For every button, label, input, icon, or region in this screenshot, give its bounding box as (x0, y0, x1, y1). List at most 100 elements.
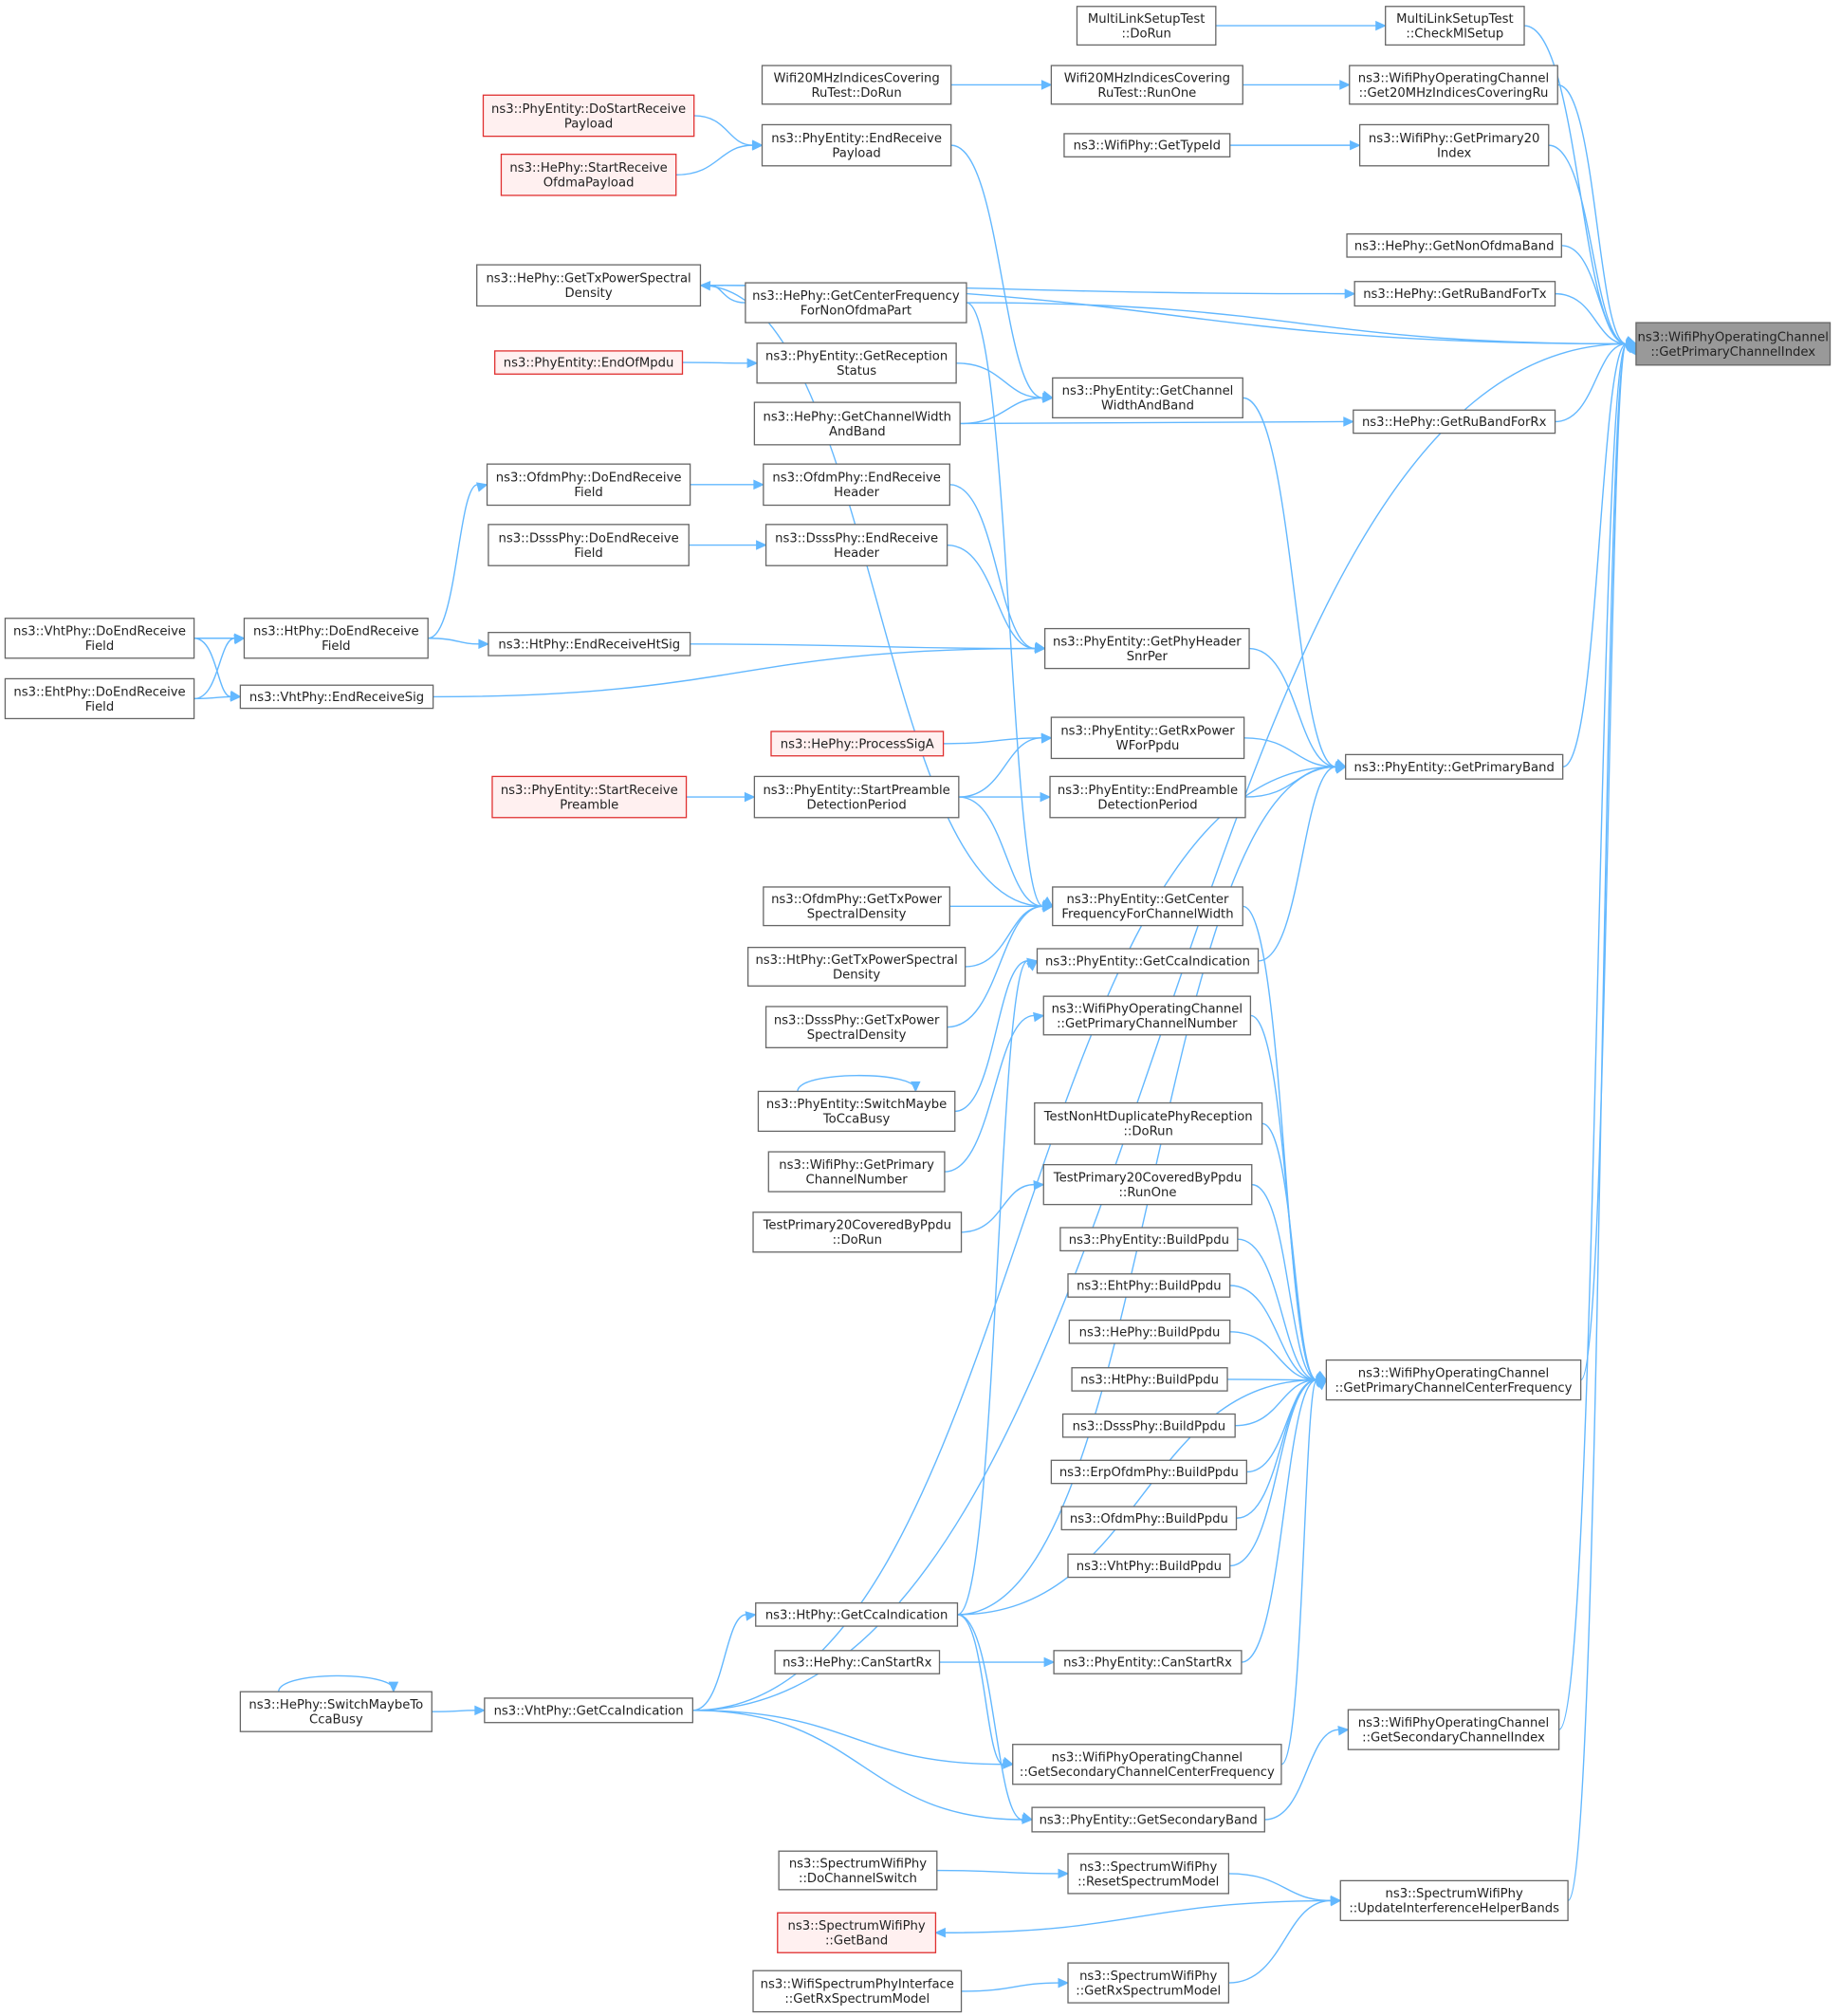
node-swGetRxSpec[interactable]: ns3::SpectrumWifiPhy::GetRxSpectrumModel (1067, 1962, 1230, 2004)
edge-ehtDoEndRecvField-to-htDoEndRecvField (193, 638, 235, 700)
node-label-line: RuTest::RunOne (1097, 86, 1196, 101)
node-getSecondaryBand[interactable]: ns3::PhyEntity::GetSecondaryBand (1031, 1806, 1265, 1833)
edge-arrowhead (744, 791, 756, 803)
edge-arrowhead (1041, 899, 1054, 911)
node-getNonOfdmaBand[interactable]: ns3::HePhy::GetNonOfdmaBand (1346, 232, 1562, 258)
node-getPrimaryBand[interactable]: ns3::PhyEntity::GetPrimaryBand (1345, 753, 1564, 780)
edge-swUpdateIHB-to-root (1567, 342, 1628, 1902)
node-box (764, 524, 948, 566)
node-heBuildPpdu[interactable]: ns3::HePhy::BuildPpdu (1068, 1319, 1231, 1344)
node-vhtGetCca[interactable]: ns3::VhtPhy::GetCcaIndication (484, 1697, 693, 1724)
node-dsssBuildPpdu[interactable]: ns3::DsssPhy::BuildPpdu (1061, 1413, 1236, 1438)
node-getTypeId[interactable]: ns3::WifiPhy::GetTypeId (1063, 133, 1231, 157)
node-tp20DoRun[interactable]: TestPrimary20CoveredByPpdu::DoRun (752, 1211, 963, 1253)
node-label-line: ns3::SpectrumWifiPhy (1386, 1887, 1523, 1901)
edge-heStartRecvOfdma-to-endRecvPayload (675, 144, 753, 176)
edge-getPrimaryBand-to-root (1562, 342, 1628, 768)
node-wifiGetPrimChNum[interactable]: ns3::WifiPhy::GetPrimaryChannelNumber (767, 1151, 946, 1193)
node-tp20RunOne[interactable]: TestPrimary20CoveredByPpdu::RunOne (1042, 1163, 1253, 1206)
node-heCanStartRx[interactable]: ns3::HePhy::CanStartRx (774, 1650, 941, 1674)
node-testNonHtDup[interactable]: TestNonHtDuplicatePhyReception::DoRun (1034, 1101, 1263, 1145)
node-swUpdateIHB[interactable]: ns3::SpectrumWifiPhy::UpdateInterference… (1339, 1879, 1569, 1922)
node-root[interactable]: ns3::WifiPhyOperatingChannel::GetPrimary… (1635, 322, 1832, 366)
node-endPreDetPeriod[interactable]: ns3::PhyEntity::EndPreambleDetectionPeri… (1049, 775, 1246, 819)
node-vhtEndRecvSig[interactable]: ns3::VhtPhy::EndReceiveSig (239, 684, 434, 710)
node-processSigA[interactable]: ns3::HePhy::ProcessSigA (770, 731, 945, 757)
node-label-line: DetectionPeriod (807, 798, 907, 812)
edge-arrowhead (753, 479, 765, 490)
node-label-line: ns3::PhyEntity::StartReceive (501, 784, 678, 798)
node-swResetSpecModel[interactable]: ns3::SpectrumWifiPhy::ResetSpectrumModel (1067, 1853, 1230, 1895)
node-htEndRecvHtSig[interactable]: ns3::HtPhy::EndReceiveHtSig (488, 632, 691, 657)
edge-getSecondaryBand-to-getSecChIndex (1264, 1729, 1339, 1821)
node-label-line: Header (834, 486, 880, 500)
node-box (755, 1602, 959, 1627)
node-mlsCheck[interactable]: MultiLinkSetupTest::CheckMlSetup (1385, 6, 1525, 46)
node-label-line: Field (85, 700, 114, 714)
edge-getSecChCenterFreq-to-getPrimChCenterFreq (1280, 1378, 1318, 1766)
node-getCcaIndication[interactable]: ns3::PhyEntity::GetCcaIndication (1036, 948, 1260, 974)
node-swGetBand[interactable]: ns3::SpectrumWifiPhy::GetBand (777, 1912, 937, 1953)
node-box (1043, 627, 1250, 670)
node-htBuildPpdu[interactable]: ns3::HtPhy::BuildPpdu (1071, 1367, 1228, 1392)
edge-getNonOfdmaBand-to-root (1561, 245, 1628, 345)
node-getSecChCenterFreq[interactable]: ns3::WifiPhyOperatingChannel::GetSeconda… (1012, 1744, 1282, 1785)
node-getPrimChCenterFreq[interactable]: ns3::WifiPhyOperatingChannel::GetPrimary… (1325, 1359, 1582, 1401)
edge-arrowhead (1330, 1896, 1342, 1907)
node-ofdmBuildPpdu[interactable]: ns3::OfdmPhy::BuildPpdu (1060, 1506, 1238, 1531)
node-get20[interactable]: ns3::WifiPhyOperatingChannel::Get20MHzIn… (1349, 65, 1558, 105)
node-box (1067, 1853, 1230, 1895)
node-startPreDetPeriod[interactable]: ns3::PhyEntity::StartPreambleDetectionPe… (753, 775, 960, 819)
node-swDoChSwitch[interactable]: ns3::SpectrumWifiPhy::DoChannelSwitch (778, 1850, 938, 1891)
node-erpBuildPpdu[interactable]: ns3::ErpOfdmPhy::BuildPpdu (1050, 1459, 1248, 1485)
node-label-line: ::DoChannelSwitch (799, 1872, 917, 1886)
node-getCenterFreqChW[interactable]: ns3::PhyEntity::GetCenterFrequencyForCha… (1052, 886, 1243, 927)
node-htGetCca[interactable]: ns3::HtPhy::GetCcaIndication (755, 1602, 959, 1627)
node-label-line: ns3::HePhy::BuildPpdu (1079, 1325, 1221, 1340)
node-peBuildPpdu[interactable]: ns3::PhyEntity::BuildPpdu (1059, 1227, 1239, 1252)
node-box (494, 350, 684, 375)
node-label-line: ns3::EhtPhy::BuildPpdu (1077, 1280, 1222, 1294)
node-box (1068, 1319, 1231, 1344)
node-endOfMpdu[interactable]: ns3::PhyEntity::EndOfMpdu (494, 350, 684, 375)
edge-arrowhead (1350, 139, 1361, 151)
node-heCenterFreqNonOfdma[interactable]: ns3::HePhy::GetCenterFrequencyForNonOfdm… (745, 282, 967, 324)
node-layer: ns3::WifiPhyOperatingChannel::GetPrimary… (4, 6, 1832, 2013)
node-vhtBuildPpdu[interactable]: ns3::VhtPhy::BuildPpdu (1067, 1553, 1231, 1579)
node-getRuBandTx[interactable]: ns3::HePhy::GetRuBandForTx (1353, 281, 1556, 307)
node-wspiGetRxSpec[interactable]: ns3::WifiSpectrumPhyInterface::GetRxSpec… (752, 1970, 963, 2013)
node-getSecChIndex[interactable]: ns3::WifiPhyOperatingChannel::GetSeconda… (1347, 1709, 1560, 1750)
node-label-line: Field (574, 546, 602, 561)
edge-peBuildPpdu-to-getPrimChCenterFreq (1237, 1238, 1317, 1381)
node-mlsDoRun[interactable]: MultiLinkSetupTest::DoRun (1076, 6, 1217, 46)
node-opGetPrimChNum[interactable]: ns3::WifiPhyOperatingChannel::GetPrimary… (1042, 995, 1252, 1036)
node-getRuBandRx[interactable]: ns3::HePhy::GetRuBandForRx (1353, 409, 1556, 435)
node-peCanStartRx[interactable]: ns3::PhyEntity::CanStartRx (1053, 1650, 1243, 1674)
node-ehtBuildPpdu[interactable]: ns3::EhtPhy::BuildPpdu (1067, 1273, 1231, 1298)
